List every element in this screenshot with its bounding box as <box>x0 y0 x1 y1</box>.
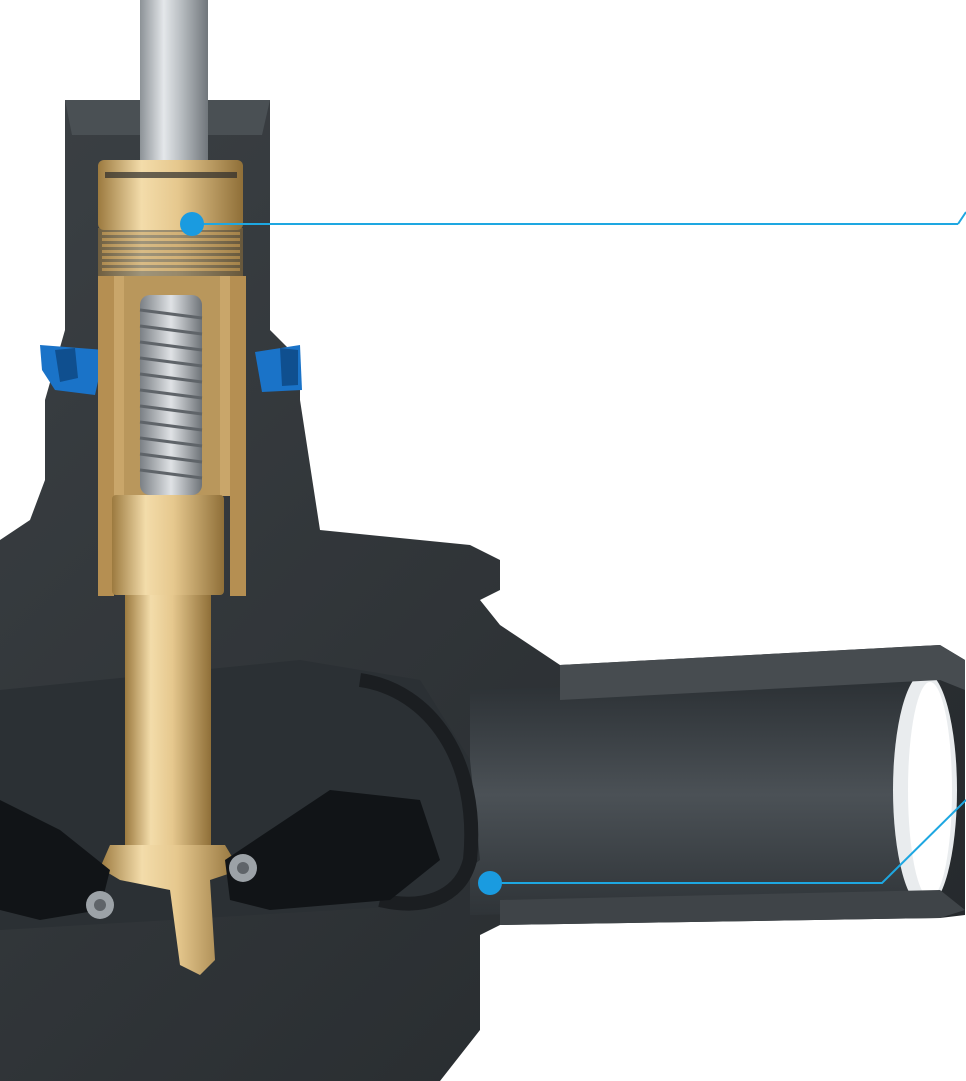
lower-callout <box>478 799 966 895</box>
blue-clips <box>40 345 302 395</box>
disc-arms <box>0 790 440 920</box>
spring <box>139 295 203 495</box>
brass-stem <box>100 495 240 975</box>
pipe-outlet <box>470 645 965 925</box>
upper-callout <box>180 211 966 236</box>
steel-stem <box>140 0 208 170</box>
